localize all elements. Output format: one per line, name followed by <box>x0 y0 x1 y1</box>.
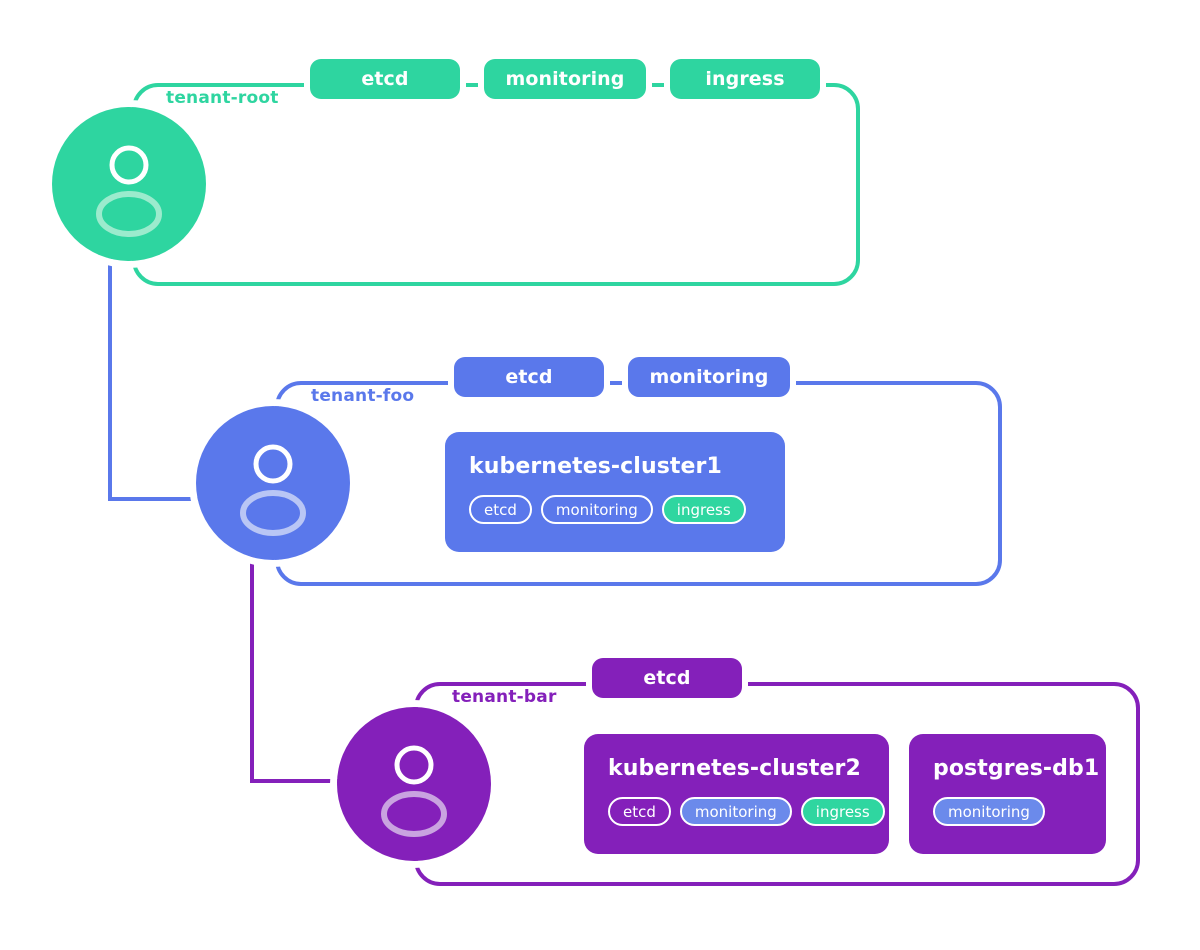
tenant-label-tenant-root: tenant-root <box>160 88 285 108</box>
resource-card-title: kubernetes-cluster2 <box>608 756 861 781</box>
tenant-bar-tab-etcd[interactable]: etcd <box>592 658 742 698</box>
tenant-label-tenant-foo: tenant-foo <box>305 386 421 406</box>
avatar-tenant-bar[interactable] <box>337 707 491 861</box>
connector-foo-to-bar <box>250 556 340 783</box>
tenant-root-tab-ingress[interactable]: ingress <box>670 59 820 99</box>
tenant-foo-tab-etcd[interactable]: etcd <box>454 357 604 397</box>
resource-card-postgres-db1[interactable]: postgres-db1 monitoring <box>909 734 1106 854</box>
avatar-tenant-root[interactable] <box>52 107 206 261</box>
chip-monitoring[interactable]: monitoring <box>540 495 653 524</box>
avatar-head-icon <box>394 745 434 785</box>
chip-etcd[interactable]: etcd <box>469 495 532 524</box>
tenant-foo-tab-monitoring[interactable]: monitoring <box>628 357 790 397</box>
avatar-body-icon <box>381 791 447 837</box>
tenant-frame-tenant-root[interactable] <box>132 83 860 286</box>
tenant-root-tab-monitoring[interactable]: monitoring <box>484 59 646 99</box>
resource-card-kubernetes-cluster2[interactable]: kubernetes-cluster2 etcd monitoring ingr… <box>584 734 889 854</box>
avatar-body-icon <box>240 490 306 536</box>
resource-chip-row: etcd monitoring ingress <box>469 495 761 524</box>
avatar-body-icon <box>96 191 162 237</box>
chip-ingress[interactable]: ingress <box>800 797 885 826</box>
resource-chip-row: etcd monitoring ingress <box>608 797 885 826</box>
tenant-root-tab-etcd[interactable]: etcd <box>310 59 460 99</box>
chip-ingress[interactable]: ingress <box>661 495 746 524</box>
resource-card-title: postgres-db1 <box>933 756 1100 781</box>
avatar-tenant-foo[interactable] <box>196 406 350 560</box>
chip-etcd[interactable]: etcd <box>608 797 671 826</box>
tenant-label-tenant-bar: tenant-bar <box>446 687 563 707</box>
avatar-head-icon <box>109 145 149 185</box>
chip-monitoring[interactable]: monitoring <box>933 797 1045 826</box>
chip-monitoring[interactable]: monitoring <box>679 797 792 826</box>
avatar-head-icon <box>253 444 293 484</box>
resource-card-kubernetes-cluster1[interactable]: kubernetes-cluster1 etcd monitoring ingr… <box>445 432 785 552</box>
resource-card-title: kubernetes-cluster1 <box>469 454 722 479</box>
resource-chip-row: monitoring <box>933 797 1082 826</box>
